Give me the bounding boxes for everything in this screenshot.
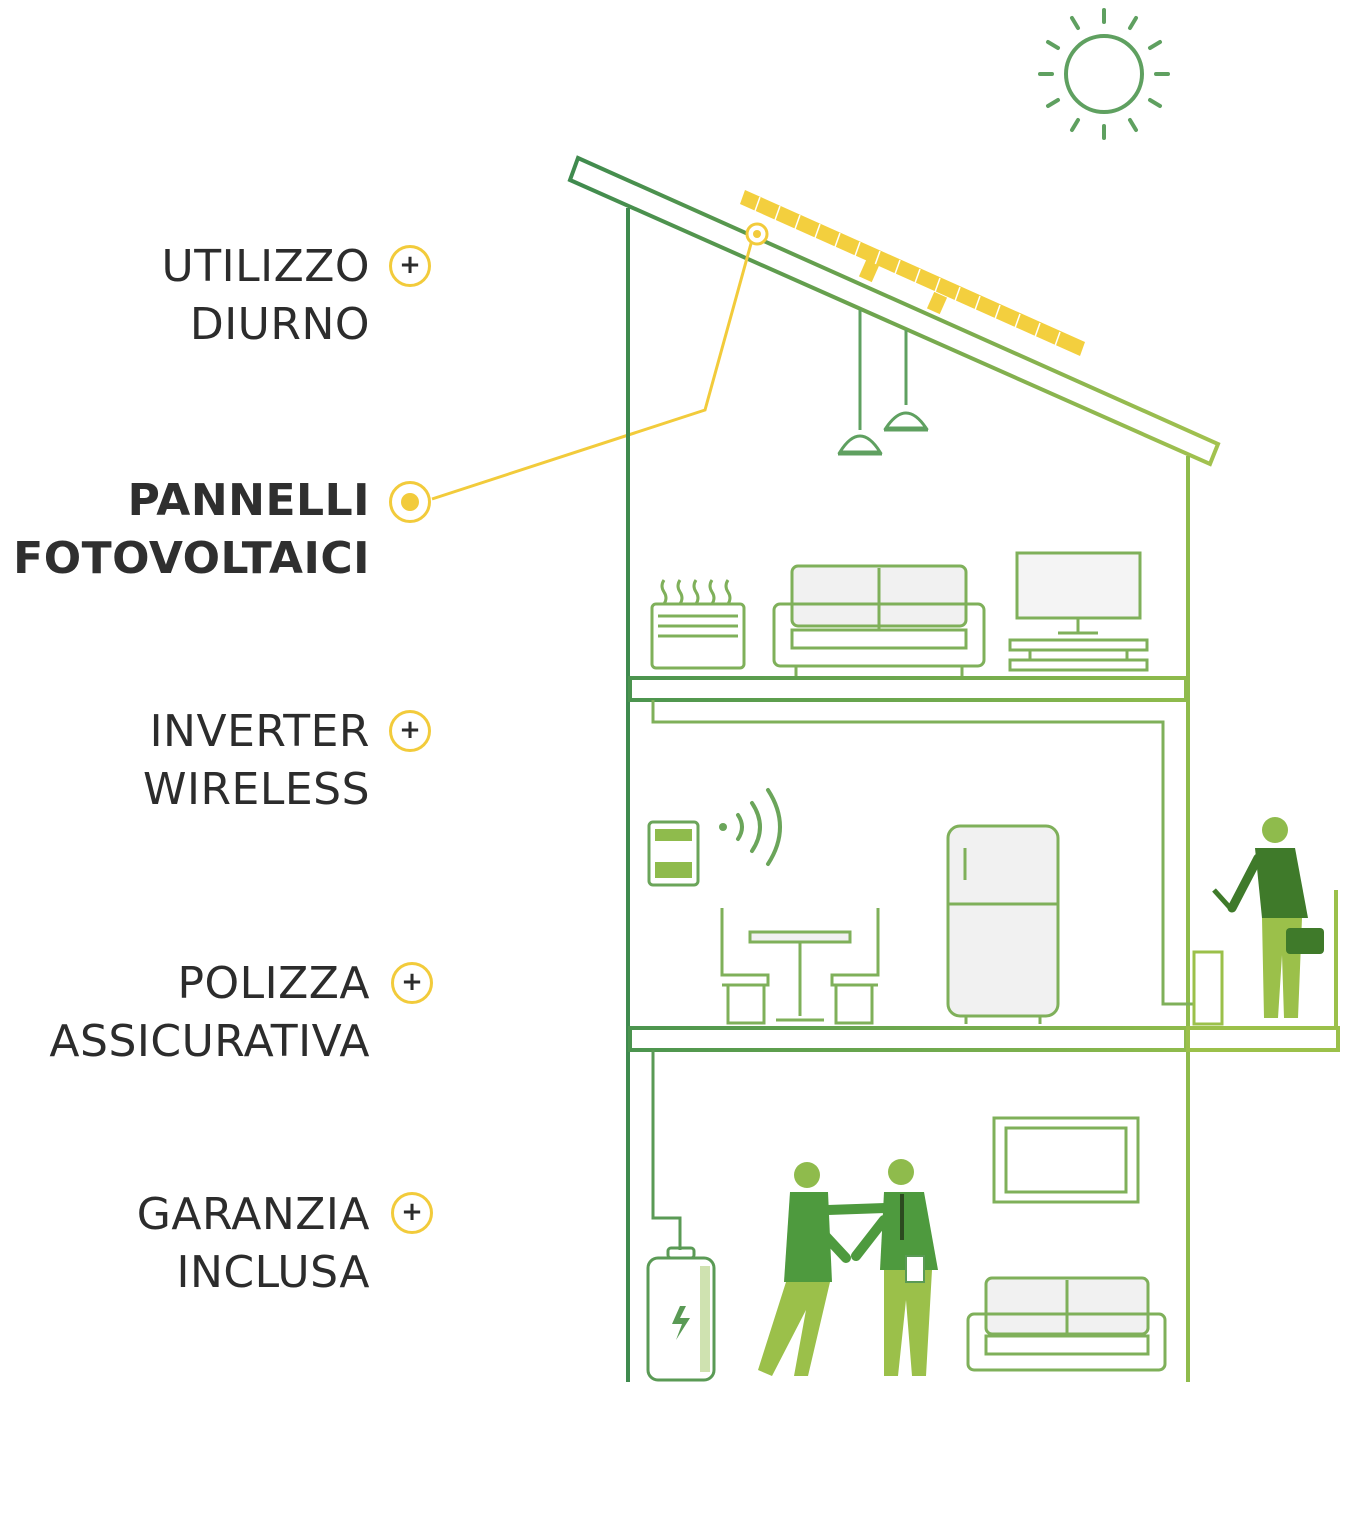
feature-label-line2: FOTOVOLTAICI <box>13 533 370 584</box>
feature-label-utilizzo: UTILIZZO DIURNO <box>162 238 370 354</box>
feature-label-line1: PANNELLI <box>127 475 370 526</box>
feature-label-line2: DIURNO <box>189 299 370 350</box>
tv-icon <box>1008 551 1149 672</box>
feature-label-line2: WIRELESS <box>142 764 370 815</box>
solar-panel <box>740 190 1085 356</box>
sofa-icon <box>966 1276 1167 1372</box>
plus-icon: + <box>399 715 421 745</box>
callout-line <box>431 222 769 501</box>
feature-label-line2: ASSICURATIVA <box>49 1016 370 1067</box>
house-walls <box>530 208 1340 1385</box>
radiator-icon <box>650 579 746 670</box>
window-icon <box>992 1116 1140 1204</box>
fridge-icon <box>946 824 1060 1024</box>
inverter-expand-button[interactable]: + <box>389 710 431 752</box>
technician-figure <box>1192 817 1324 1026</box>
feature-label-line1: GARANZIA <box>136 1189 370 1240</box>
roof <box>567 155 1221 660</box>
feature-label-line1: INVERTER <box>149 706 370 757</box>
sun-icon <box>1038 8 1170 140</box>
pannelli-selected-button[interactable] <box>389 481 431 523</box>
dot-icon <box>401 493 419 511</box>
garanzia-expand-button[interactable]: + <box>391 1192 433 1234</box>
feature-label-inverter: INVERTER WIRELESS <box>143 703 370 819</box>
feature-label-garanzia: GARANZIA INCLUSA <box>137 1186 370 1302</box>
dining-table-icon <box>720 908 880 1025</box>
feature-label-line1: POLIZZA <box>177 958 370 1009</box>
feature-label-pannelli: PANNELLI FOTOVOLTAICI <box>13 472 370 588</box>
handshake-figures <box>758 1159 938 1376</box>
lamp-icon <box>837 310 929 456</box>
plus-icon: + <box>399 250 421 280</box>
sofa-icon <box>772 564 986 676</box>
plus-icon: + <box>401 967 423 997</box>
inverter-icon <box>647 820 700 887</box>
polizza-expand-button[interactable]: + <box>391 962 433 1004</box>
utilizzo-expand-button[interactable]: + <box>389 245 431 287</box>
plus-icon: + <box>401 1197 423 1227</box>
wifi-icon <box>719 788 782 866</box>
battery-icon <box>646 1246 716 1382</box>
feature-label-line1: UTILIZZO <box>161 241 370 292</box>
feature-label-polizza: POLIZZA ASSICURATIVA <box>49 955 370 1071</box>
feature-label-line2: INCLUSA <box>176 1247 370 1298</box>
